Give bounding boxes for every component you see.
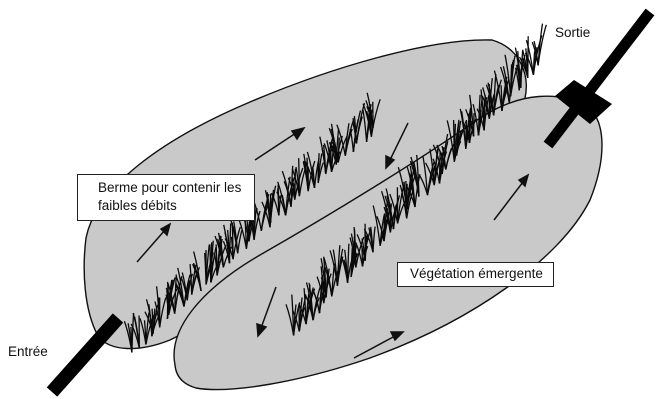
inlet-pipe xyxy=(52,318,118,392)
vegetation-label: Végétation émergente xyxy=(397,262,554,287)
berm-label: Berme pour contenir les faibles débits xyxy=(77,174,255,221)
inlet-label: Entrée xyxy=(8,344,48,360)
outlet-label: Sortie xyxy=(555,25,590,41)
